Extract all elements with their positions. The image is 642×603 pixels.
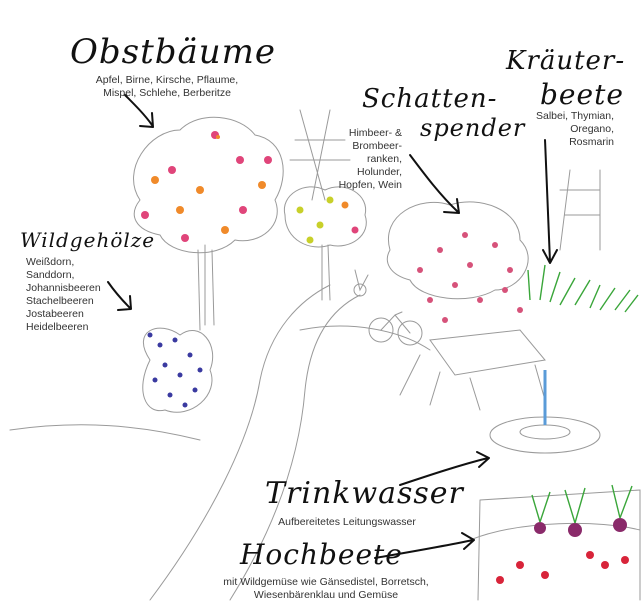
pear-tree-canopy: [283, 186, 367, 248]
arrow-hochbeete: [374, 532, 475, 559]
schattenspender-title-line1: Schatten-: [362, 84, 498, 114]
picnic-table-sketch: [399, 329, 546, 411]
schattenspender-title-line2: spender: [420, 114, 526, 142]
wildgehoelze-title: Wildgehölze: [20, 228, 156, 252]
hochbeete-title: Hochbeete: [240, 538, 403, 571]
hochbeete-text: mit Wildgemüse wie Gänsedistel, Borretsc…: [223, 576, 429, 601]
arrow-obstbaeume: [124, 94, 154, 128]
wild-berries: [147, 332, 203, 408]
arrow-wildgehoelze: [107, 281, 132, 311]
schattenspender-text: Himbeer- & Brombeer- ranken, Holunder, H…: [338, 127, 402, 191]
obstbaeume-title: Obstbäume: [70, 32, 277, 72]
arrow-trinkwasser: [399, 451, 490, 486]
kraeuterbeete-title-line2: beete: [540, 78, 624, 111]
pears: [296, 196, 359, 244]
wildgehoelze-text: Weißdorn, Sanddorn, Johannisbeeren Stach…: [26, 256, 101, 333]
arrow-schattenspender: [409, 154, 460, 214]
apple-tree-canopy: [133, 116, 284, 254]
obstbaeume-text: Apfel, Birne, Kirsche, Pflaume, Mispel, …: [95, 74, 239, 99]
arrow-kraeuterbeete: [542, 139, 558, 264]
kraeuterbeete-text: Salbei, Thymian, Oregano, Rosmarin: [535, 110, 614, 148]
shade-blossoms: [417, 232, 523, 323]
trinkwasser-text: Aufbereitetes Leitungswasser: [278, 516, 416, 528]
radishes: [534, 518, 627, 537]
herb-greens: [527, 264, 639, 313]
pylon-sketch: [289, 109, 351, 201]
path-sketch: [149, 284, 331, 601]
radish-leaves: [531, 484, 633, 524]
kraeuterbeete-title-line1: Kräuter-: [506, 46, 626, 76]
apples: [141, 131, 272, 242]
tomatoes: [496, 551, 629, 584]
trinkwasser-title: Trinkwasser: [265, 476, 464, 511]
raised-bed-sketch: [469, 489, 641, 601]
